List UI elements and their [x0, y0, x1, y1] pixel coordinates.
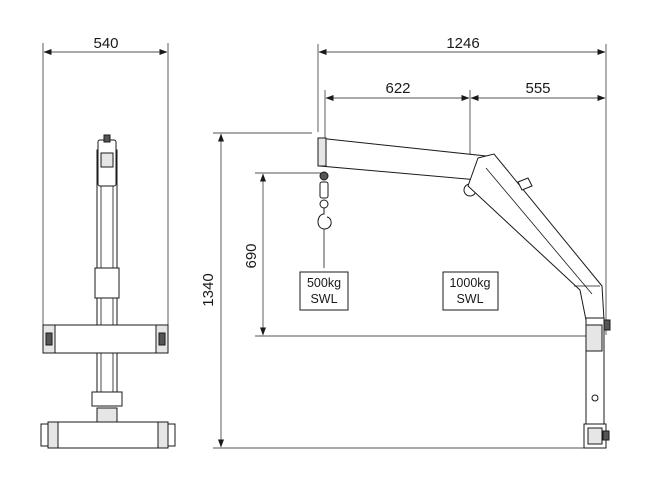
- boom-arm: [317, 137, 491, 181]
- boom-end-cap: [317, 137, 327, 167]
- load-outer-rating: SWL: [456, 292, 483, 306]
- front-wheel-left: [40, 423, 49, 447]
- reach-label: 1246: [446, 35, 479, 52]
- hook-height-label: 690: [243, 243, 260, 268]
- hook-assembly: [317, 171, 332, 230]
- load-inner-rating: SWL: [310, 292, 337, 306]
- inner-reach-label: 622: [385, 80, 410, 97]
- hook-icon: [317, 208, 332, 230]
- load-box-inner: 500kg SWL: [299, 271, 349, 311]
- front-top-pin: [103, 134, 111, 143]
- front-wheel-right: [167, 423, 176, 447]
- mast-pin: [591, 394, 599, 402]
- mast-clamp: [585, 324, 603, 352]
- load-inner-weight: 500kg: [307, 276, 341, 290]
- front-upper-beam: [42, 324, 169, 354]
- side-view: 1246 622 555 1340 690: [200, 35, 611, 449]
- front-width-label: 540: [93, 35, 118, 52]
- front-view: 540: [40, 35, 176, 449]
- load-box-outer: 1000kg SWL: [442, 271, 499, 311]
- load-outer-weight: 1000kg: [449, 276, 490, 290]
- hook-shackle: [319, 171, 329, 181]
- front-base-collar: [91, 391, 123, 407]
- hook-link: [319, 199, 329, 209]
- height-label: 1340: [200, 273, 217, 306]
- brace-lug: [517, 177, 533, 191]
- hook-swivel: [319, 181, 329, 199]
- front-mast-sleeve: [94, 267, 120, 299]
- front-base-beam: [47, 421, 169, 449]
- base-wheel: [602, 430, 610, 441]
- outer-reach-label: 555: [525, 80, 550, 97]
- front-hook-plate: [100, 152, 114, 168]
